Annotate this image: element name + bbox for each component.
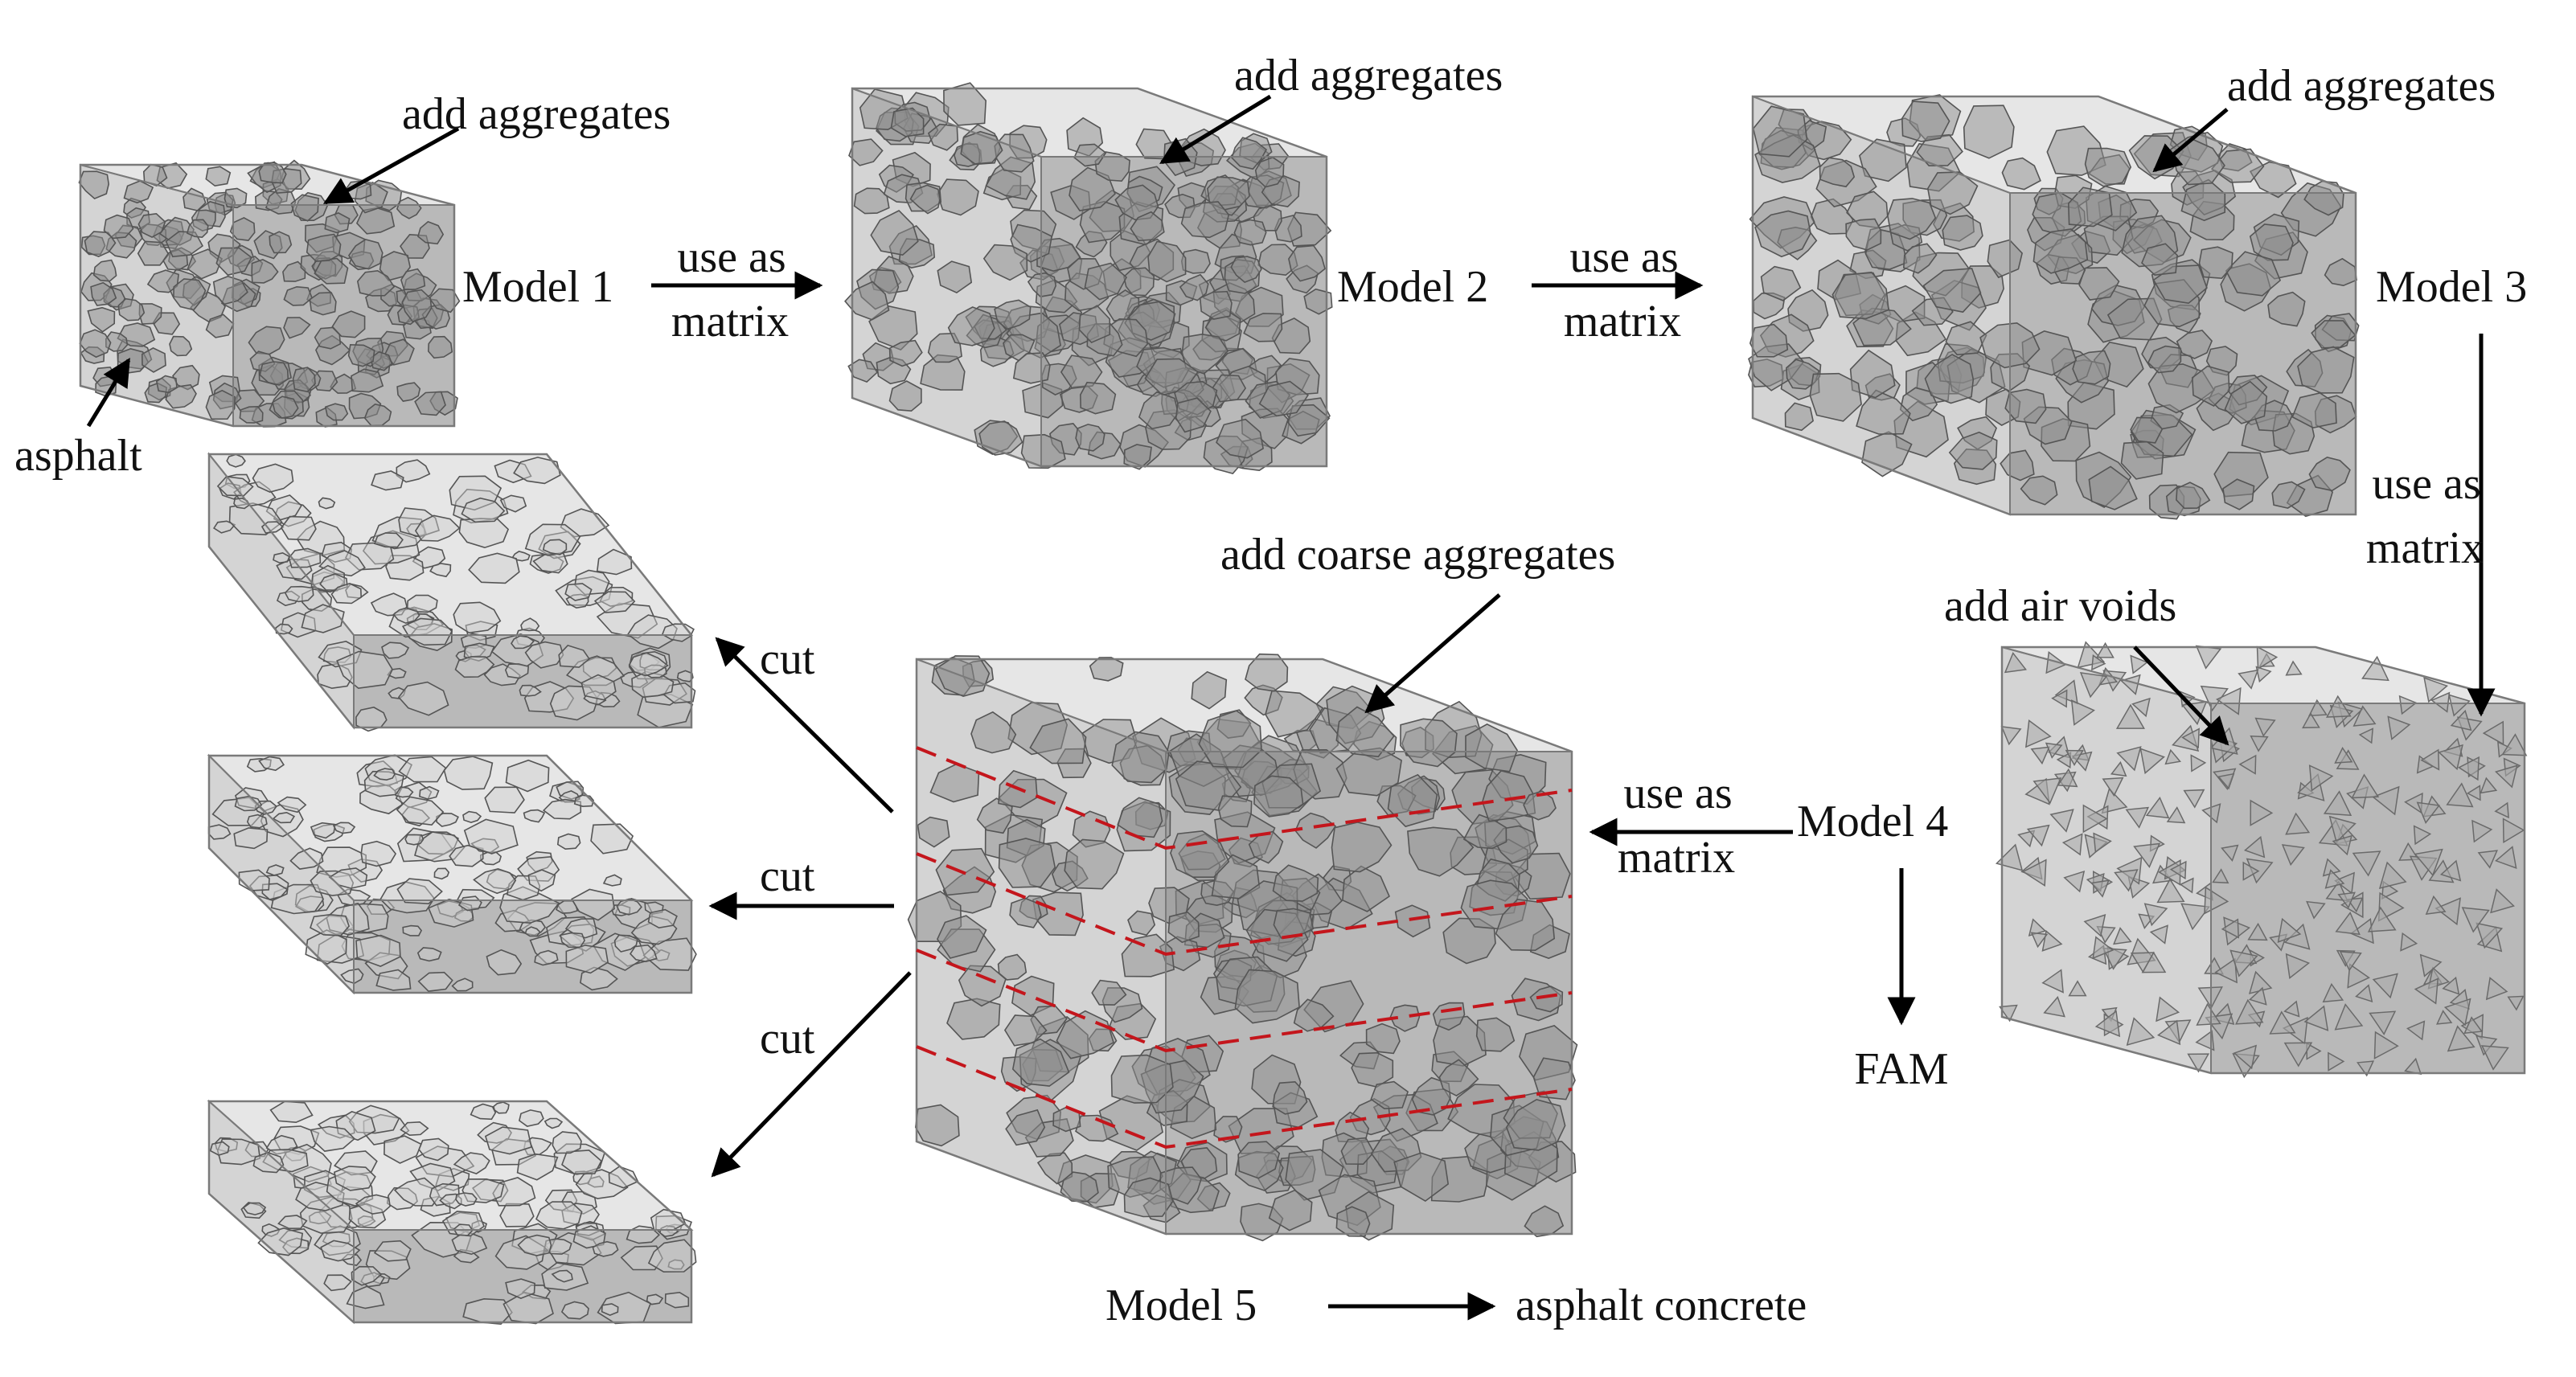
cut-line-4 [916, 1045, 1573, 1150]
model-1-label: Model 1 [462, 262, 613, 312]
label-add-aggregates-3: add aggregates [2227, 61, 2496, 111]
label-add-air-voids: add air voids [1944, 581, 2176, 631]
cut-lines [916, 746, 1573, 1150]
label-asphalt: asphalt [14, 431, 142, 481]
label-cut-bottom: cut [760, 1014, 815, 1063]
arrow-add-aggregates-m2 [1159, 94, 1272, 165]
model-5-box [907, 653, 1578, 1242]
model-3-box [1748, 94, 2360, 520]
label-matrix-1: matrix [671, 297, 789, 346]
slice-2 [207, 753, 697, 995]
model-2-label: Model 2 [1337, 262, 1488, 312]
model-4-box [1995, 641, 2528, 1079]
model-1-box [78, 159, 461, 428]
label-matrix-4: matrix [1618, 833, 1735, 883]
label-cut-top: cut [760, 634, 815, 684]
label-cut-middle: cut [760, 851, 815, 901]
model-3-label: Model 3 [2376, 262, 2527, 312]
slice-3 [207, 1099, 697, 1326]
label-matrix-3: matrix [2366, 523, 2484, 573]
label-asphalt-concrete: asphalt concrete [1516, 1281, 1807, 1330]
label-fam: FAM [1854, 1044, 1948, 1094]
label-add-aggregates-2: add aggregates [1234, 51, 1503, 100]
arrow-add-coarse-aggregates [1364, 593, 1501, 714]
arrow-add-air-voids [2133, 645, 2229, 746]
model-2-box [844, 82, 1333, 475]
label-matrix-2: matrix [1564, 297, 1681, 346]
cut-line-3 [916, 949, 1573, 1053]
label-use-as-2: use as [1569, 232, 1678, 282]
cut-line-2 [916, 852, 1573, 957]
slice-1 [207, 452, 696, 732]
label-use-as-3: use as [2372, 459, 2480, 509]
arrow-cut-top [715, 637, 894, 813]
arrow-add-aggregates-m1 [322, 126, 460, 205]
model-5-label: Model 5 [1105, 1281, 1257, 1330]
label-use-as-1: use as [677, 232, 786, 282]
arrow-asphalt [86, 358, 131, 428]
label-add-aggregates-1: add aggregates [402, 89, 671, 139]
arrow-cut-bottom [711, 971, 912, 1178]
model-4-label: Model 4 [1797, 797, 1948, 846]
label-use-as-4: use as [1623, 768, 1732, 818]
label-add-coarse-aggregates: add coarse aggregates [1220, 530, 1615, 580]
cut-line-1 [916, 746, 1573, 850]
arrow-add-aggregates-m3 [2152, 108, 2229, 173]
arrows [86, 94, 2496, 1321]
